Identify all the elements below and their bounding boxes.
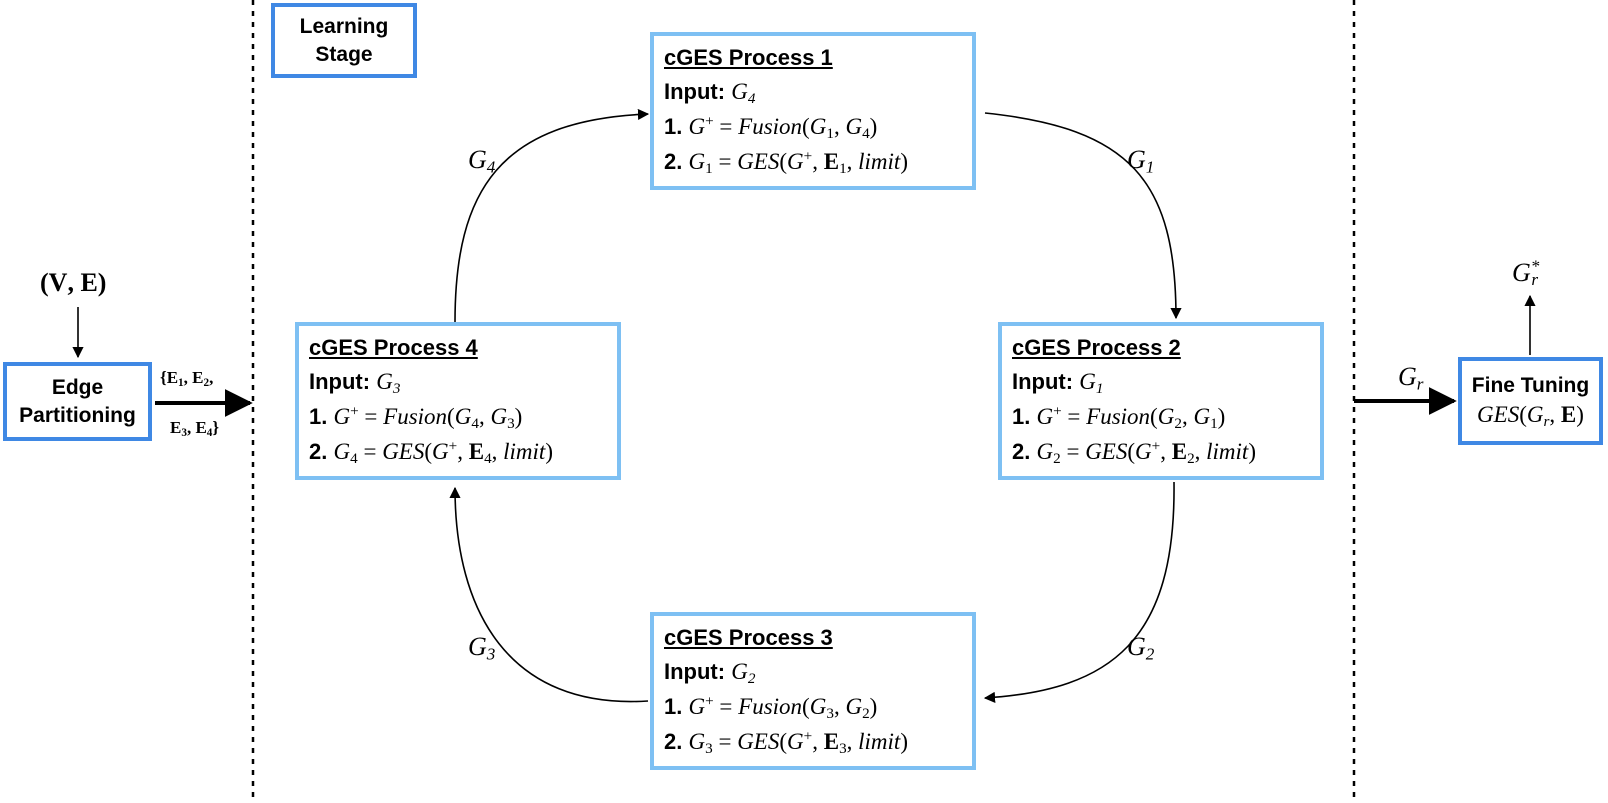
process-4-step-2-label: 2.: [309, 439, 328, 464]
partition-sets-text-1: {E1, E2,: [160, 368, 214, 389]
arrow-process2-to-process3: [983, 481, 1175, 703]
edge-partitioning-line-1: Edge: [51, 375, 104, 399]
process-1-step-1: 1. G+ = Fusion(G1, G4): [664, 109, 962, 144]
edge-label-g3: G3: [468, 632, 496, 664]
edge-partitioning-line-2: Partitioning: [19, 403, 136, 427]
process-1-title: cGES Process 1: [664, 45, 833, 70]
process-1-step-1-label: 1.: [664, 114, 683, 139]
cges-process-1: cGES Process 1 Input: G4 1. G+ = Fusion(…: [650, 32, 976, 190]
process-4-step-2: 2. G4 = GES(G+, E4, limit): [309, 434, 607, 469]
process-4-input-label: Input:: [309, 369, 371, 394]
edge-label-g4: G4: [468, 145, 496, 177]
process-1-input-label: Input:: [664, 79, 726, 104]
process-4-input: Input: G3: [309, 364, 607, 399]
process-4-step-2-formula: G4 = GES(G+, E4, limit): [333, 437, 553, 467]
arrow-process1-to-process2: [984, 112, 1182, 320]
process-3-step-2-formula: G3 = GES(G+, E3, limit): [688, 727, 908, 757]
edge-partitioning-box: Edge Partitioning: [3, 362, 152, 441]
edge-label-g2: G2: [1127, 632, 1155, 664]
process-4-step-1-label: 1.: [309, 404, 328, 429]
process-4-title: cGES Process 4: [309, 335, 478, 360]
edge-label-g1: G1: [1127, 145, 1155, 177]
fine-tuning-formula: GES(Gr, E): [1477, 402, 1584, 430]
process-3-title: cGES Process 3: [664, 625, 833, 650]
process-2-step-1-formula: G+ = Fusion(G2, G1): [1036, 402, 1226, 432]
process-2-input: Input: G1: [1012, 364, 1310, 399]
process-2-step-2-formula: G2 = GES(G+, E2, limit): [1036, 437, 1256, 467]
process-2-step-1-label: 1.: [1012, 404, 1031, 429]
process-3-step-1-formula: G+ = Fusion(G3, G2): [688, 692, 878, 722]
fine-tuning-title: Fine Tuning: [1471, 374, 1590, 397]
process-1-step-2: 2. G1 = GES(G+, E1, limit): [664, 144, 962, 179]
process-1-input-value: G4: [731, 79, 756, 107]
process-3-step-1-label: 1.: [664, 694, 683, 719]
process-2-step-2: 2. G2 = GES(G+, E2, limit): [1012, 434, 1310, 469]
process-3-input-label: Input:: [664, 659, 726, 684]
fine-tuning-box: Fine Tuning GES(Gr, E): [1458, 357, 1603, 445]
partition-sets-text-2: E3, E4}: [170, 418, 220, 439]
learning-stage-line-1: Learning: [299, 14, 389, 38]
process-3-input: Input: G2: [664, 654, 962, 689]
arrow-process4-to-process1: [454, 108, 650, 323]
cges-process-4: cGES Process 4 Input: G3 1. G+ = Fusion(…: [295, 322, 621, 480]
process-2-step-1: 1. G+ = Fusion(G2, G1): [1012, 399, 1310, 434]
arrow-process3-to-process4: [449, 486, 649, 703]
process-2-step-2-label: 2.: [1012, 439, 1031, 464]
partition-sets-line-2: E3, E4}: [170, 418, 219, 438]
process-3-step-2-label: 2.: [664, 729, 683, 754]
learning-stage-label: Learning Stage: [271, 3, 417, 78]
input-set-label: (V, E): [40, 268, 106, 298]
process-1-step-1-formula: G+ = Fusion(G1, G4): [688, 112, 878, 142]
input-set-text: (V, E): [40, 268, 107, 297]
cges-process-2: cGES Process 2 Input: G1 1. G+ = Fusion(…: [998, 322, 1324, 480]
learning-stage-line-2: Stage: [315, 42, 373, 66]
output-label-gr-star: G*r: [1512, 256, 1540, 290]
process-3-input-value: G2: [731, 659, 756, 687]
process-2-input-label: Input:: [1012, 369, 1074, 394]
process-1-step-2-formula: G1 = GES(G+, E1, limit): [688, 147, 908, 177]
partition-sets-line-1: {E1, E2,: [160, 368, 213, 388]
edge-label-gr: Gr: [1398, 362, 1424, 394]
process-4-step-1-formula: G+ = Fusion(G4, G3): [333, 402, 523, 432]
process-1-input: Input: G4: [664, 74, 962, 109]
process-2-input-value: G1: [1079, 369, 1104, 397]
process-4-input-value: G3: [376, 369, 401, 397]
process-4-step-1: 1. G+ = Fusion(G4, G3): [309, 399, 607, 434]
cges-process-3: cGES Process 3 Input: G2 1. G+ = Fusion(…: [650, 612, 976, 770]
process-3-step-2: 2. G3 = GES(G+, E3, limit): [664, 724, 962, 759]
process-3-step-1: 1. G+ = Fusion(G3, G2): [664, 689, 962, 724]
process-2-title: cGES Process 2: [1012, 335, 1181, 360]
process-1-step-2-label: 2.: [664, 149, 683, 174]
